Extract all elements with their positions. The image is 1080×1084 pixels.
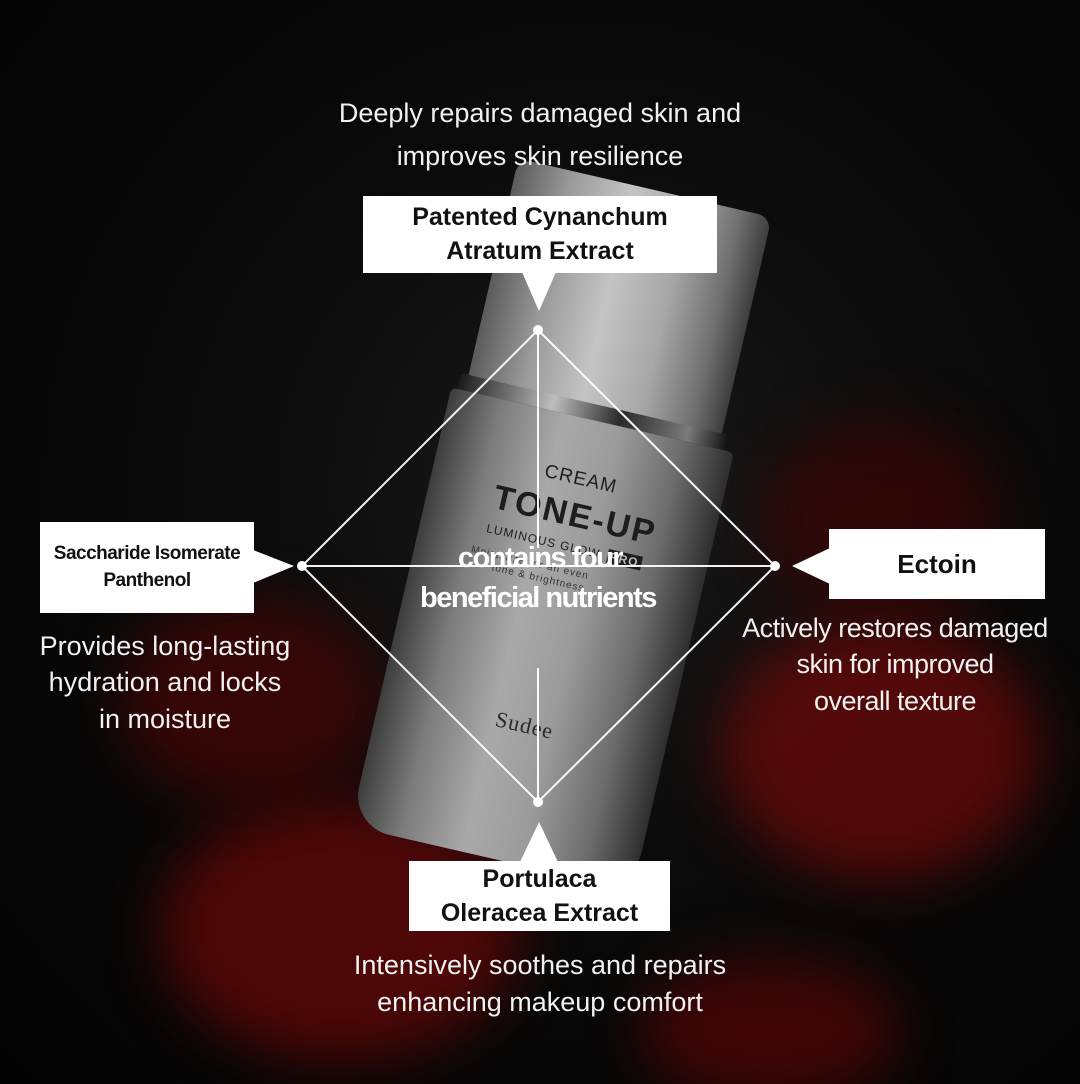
pointer-bottom <box>520 822 558 862</box>
right-desc-line1: Actively restores damaged <box>742 613 1048 643</box>
top-nutrient-description: Deeply repairs damaged skin and improves… <box>300 96 780 173</box>
top-desc-line1: Deeply repairs damaged skin and <box>338 98 742 128</box>
left-desc-line2: hydration and locks <box>48 667 282 698</box>
node-right <box>770 561 780 571</box>
bottom-nutrient-label: Portulaca Oleracea Extract <box>409 861 670 931</box>
bottom-nutrient-description: Intensively soothes and repairs enhancin… <box>300 948 780 1019</box>
red-flower-bottom-right <box>640 960 900 1084</box>
right-desc-line2: skin for improved <box>796 649 994 680</box>
top-name-line2: Atratum Extract <box>446 236 634 265</box>
pointer-left <box>253 550 294 583</box>
top-name-line1: Patented Cynanchum <box>412 202 668 231</box>
left-nutrient-label: Saccharide Isomerate Panthenol <box>40 522 254 613</box>
bottom-desc-line1: Intensively soothes and repairs <box>353 950 727 980</box>
right-nutrient-description: Actively restores damaged skin for impro… <box>735 610 1055 719</box>
pointer-right <box>792 548 830 584</box>
center-headline-line1: contains four <box>457 542 624 574</box>
red-flower-left <box>120 600 380 800</box>
right-nutrient-label: Ectoin <box>829 529 1045 599</box>
left-name-line2: Panthenol <box>103 569 191 591</box>
node-top <box>533 325 543 335</box>
left-desc-line1: Provides long-lasting <box>39 631 291 661</box>
left-name-line1: Saccharide Isomerate <box>53 542 241 564</box>
node-bottom <box>533 797 543 807</box>
pointer-top <box>522 272 556 311</box>
top-nutrient-label: Patented Cynanchum Atratum Extract <box>363 196 717 273</box>
bottom-name-line2: Oleracea Extract <box>440 899 639 927</box>
left-desc-line3: in moisture <box>98 703 232 734</box>
top-desc-line2: improves skin resilience <box>396 140 684 171</box>
node-left <box>297 561 307 571</box>
left-nutrient-description: Provides long-lasting hydration and lock… <box>20 628 310 737</box>
bottom-name-line1: Portulaca <box>482 864 597 893</box>
bottom-desc-line2: enhancing makeup comfort <box>377 986 703 1017</box>
center-headline-line2: beneficial nutrients <box>420 582 657 614</box>
right-name-line1: Ectoin <box>897 548 977 579</box>
red-flower-right <box>720 620 1040 880</box>
right-desc-line3: overall texture <box>813 685 977 716</box>
